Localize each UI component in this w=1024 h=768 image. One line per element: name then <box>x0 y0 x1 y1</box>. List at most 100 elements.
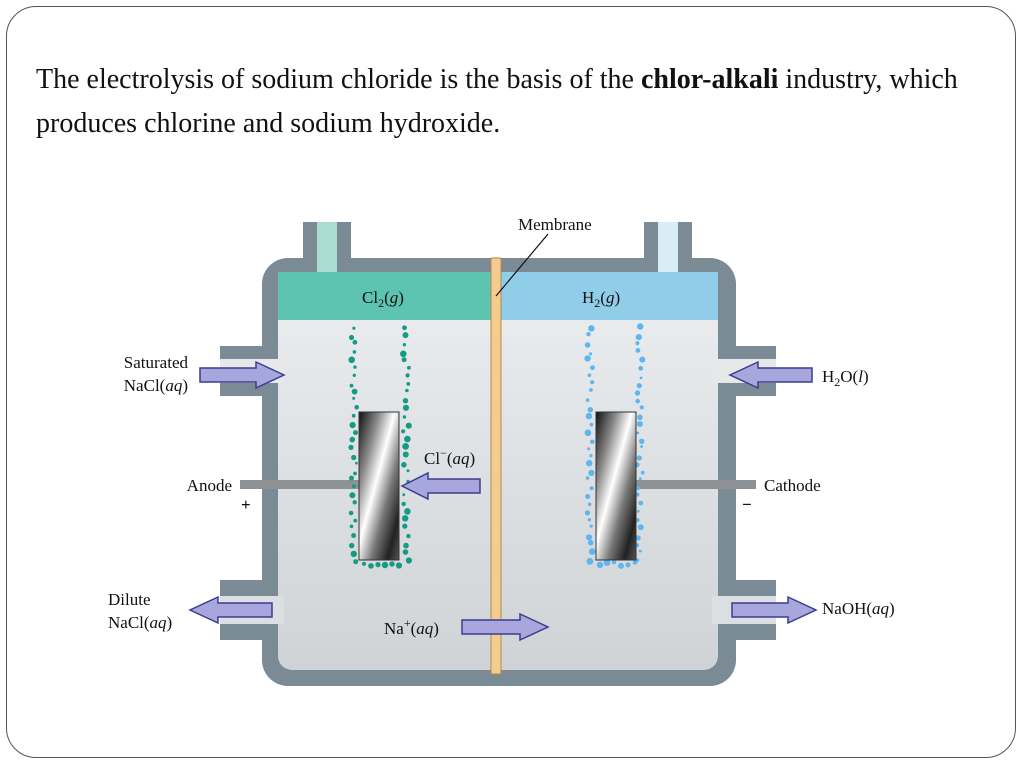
gas-bubble <box>353 365 357 369</box>
gas-bubble <box>352 396 356 400</box>
inlet-nacl-arrow <box>199 360 286 390</box>
gas-bubble <box>639 438 645 444</box>
gas-bubble <box>611 560 617 565</box>
gas-bubble <box>587 447 591 451</box>
gas-bubble <box>349 422 356 429</box>
hydrogen-bubbles <box>584 323 646 569</box>
gas-bubble <box>354 405 360 410</box>
gas-bubble <box>349 383 354 388</box>
gas-bubble <box>381 561 389 569</box>
gas-bubble <box>404 508 411 515</box>
gas-bubble <box>585 476 590 480</box>
chlorine-bubbles <box>348 325 412 569</box>
gas-bubble <box>402 325 407 331</box>
gas-bubble <box>636 431 640 435</box>
gas-bubble <box>355 461 358 465</box>
chloride-ion-label: Cl−(aq) <box>424 446 475 468</box>
gas-bubble <box>402 493 406 497</box>
gas-bubble <box>635 518 640 523</box>
gas-bubble <box>401 501 406 507</box>
gas-bubble <box>584 510 591 516</box>
gas-bubble <box>402 343 407 347</box>
cathode-electrode <box>595 411 637 561</box>
gas-bubble <box>590 380 595 385</box>
gas-bubble <box>584 355 591 362</box>
gas-bubble <box>348 334 355 341</box>
gas-bubble <box>589 486 594 491</box>
gas-bubble <box>349 542 355 549</box>
gas-bubble <box>351 413 356 418</box>
gas-bubble <box>406 533 411 539</box>
gas-bubble <box>585 534 593 541</box>
gas-bubble <box>590 365 595 371</box>
gas-bubble <box>584 429 592 437</box>
gas-bubble <box>402 451 409 458</box>
sodium-hydroxide-label: NaOH(aq) <box>822 599 895 618</box>
saturated-nacl-label-line2: NaCl(aq) <box>124 376 188 395</box>
gas-bubble <box>404 435 411 443</box>
gas-bubble <box>368 563 374 569</box>
gas-bubble <box>636 455 642 461</box>
membrane-leader-line <box>495 233 549 297</box>
gas-bubble <box>585 398 590 402</box>
gas-bubble <box>349 524 354 529</box>
gas-bubble <box>637 524 644 531</box>
right-gas-channel <box>658 222 678 282</box>
gas-bubble <box>635 334 642 341</box>
gas-bubble <box>389 561 395 567</box>
gas-bubble <box>361 561 367 566</box>
heading-text-part1: The electrolysis of sodium chloride is t… <box>36 64 641 95</box>
sodium-ion-arrow <box>461 612 550 642</box>
gas-bubble <box>405 373 410 378</box>
gas-bubble <box>401 429 406 434</box>
gas-bubble <box>407 365 411 370</box>
gas-bubble <box>625 562 631 568</box>
gas-bubble <box>634 390 641 396</box>
gas-bubble <box>406 382 411 386</box>
gas-bubble <box>640 445 644 448</box>
gas-bubble <box>402 515 409 522</box>
cathode-label: Cathode <box>764 476 821 495</box>
gas-bubble <box>585 494 591 499</box>
gas-bubble <box>405 557 412 564</box>
outlet-naoh-arrow <box>731 595 818 625</box>
cathode-minus-sign: − <box>742 495 752 514</box>
gas-bubble <box>402 549 409 555</box>
gas-bubble <box>639 405 644 410</box>
gas-bubble <box>586 557 594 565</box>
gas-bubble <box>402 415 407 419</box>
heading-bold-term: chlor-alkali <box>640 64 779 95</box>
gas-bubble <box>587 373 592 378</box>
membrane-label: Membrane <box>518 215 592 234</box>
gas-bubble <box>350 550 357 558</box>
gas-bubble <box>401 357 407 363</box>
gas-bubble <box>639 356 646 363</box>
gas-bubble <box>637 414 643 421</box>
gas-bubble <box>635 486 641 491</box>
outlet-dilute-nacl-arrow <box>188 595 273 625</box>
gas-bubble <box>348 356 356 364</box>
dilute-nacl-label-line1: Dilute <box>108 590 151 609</box>
gas-bubble <box>636 383 642 389</box>
gas-bubble <box>353 518 358 523</box>
gas-bubble <box>636 421 643 427</box>
chlorine-gas-label: Cl2(g) <box>362 288 404 310</box>
gas-bubble <box>636 509 640 513</box>
chloride-ion-arrow <box>400 471 481 501</box>
gas-bubble <box>402 443 409 450</box>
gas-bubble <box>402 398 409 404</box>
slide-heading: The electrolysis of sodium chloride is t… <box>36 58 986 146</box>
gas-bubble <box>635 535 641 541</box>
gas-bubble <box>585 412 593 420</box>
hydrogen-gas-label: H2(g) <box>582 288 620 310</box>
gas-bubble <box>405 388 409 393</box>
gas-bubble <box>589 388 593 392</box>
gas-bubble <box>589 352 593 356</box>
gas-bubble <box>635 348 641 353</box>
gas-bubble <box>405 422 412 429</box>
gas-bubble <box>402 332 409 339</box>
gas-bubble <box>639 376 643 380</box>
hydrogen-gas-region <box>500 272 718 320</box>
gas-bubble <box>586 460 593 467</box>
